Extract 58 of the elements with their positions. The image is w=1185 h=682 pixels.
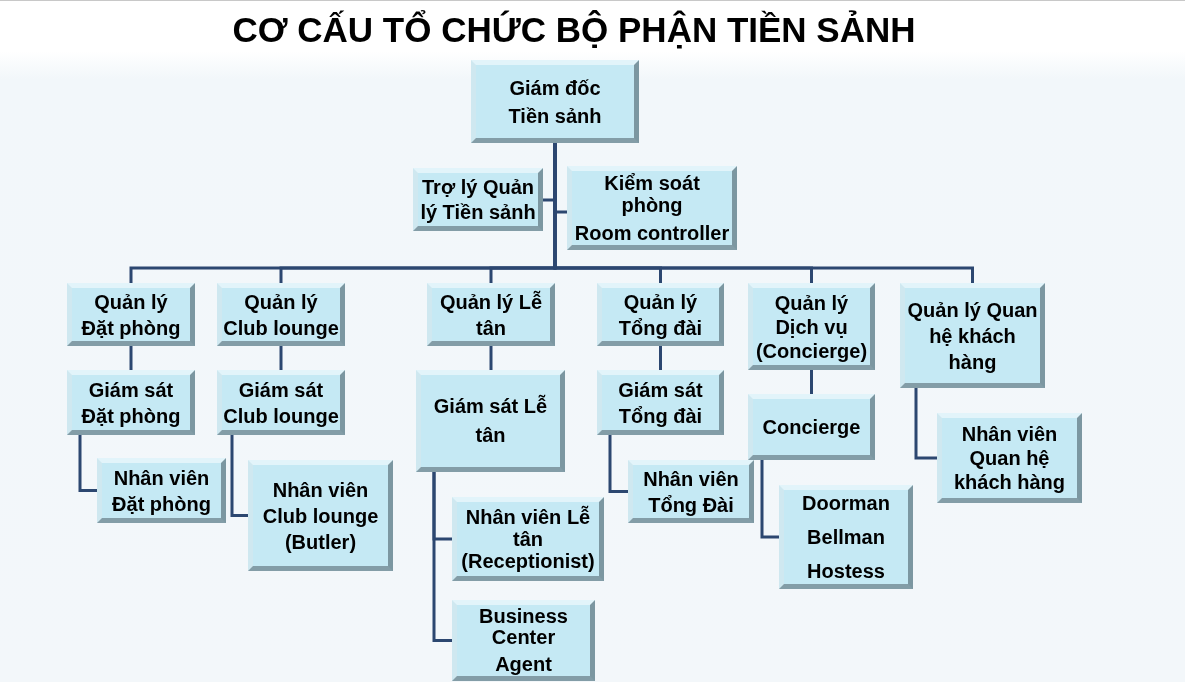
position-box (597, 370, 724, 435)
connector-line (78, 435, 97, 492)
position-title: Nhân viên Quan hệ khách hàng (952, 422, 1067, 494)
position-title: Nhân viên Club lounge (Butler) (261, 477, 380, 555)
position-title: Business Center (478, 606, 569, 648)
position-title: Quản lý Quan hệ khách hàng (906, 297, 1039, 375)
connector-line (279, 346, 283, 370)
connector-line (810, 370, 813, 394)
position-box (67, 283, 195, 346)
position-title: Giám sát Tổng đài (617, 377, 704, 429)
position-title: Room controller (574, 222, 730, 244)
position-box (452, 600, 595, 681)
position-title: Giám sát Lễ tân (432, 393, 549, 448)
position-box (779, 485, 913, 589)
connector-line (489, 346, 493, 370)
position-box (217, 370, 345, 435)
position-title: Agent (495, 654, 552, 675)
position-box (97, 458, 226, 523)
position-title: Giám đốc Tiền sảnh (507, 75, 603, 129)
position-title: Quản lý Club lounge (222, 289, 340, 341)
position-title: Bellman (807, 525, 885, 549)
connector-line (659, 346, 662, 370)
position-box (416, 370, 565, 472)
position-title: Doorman (802, 491, 890, 515)
position-title: Giám sát Club lounge (222, 377, 340, 429)
connector-line (914, 388, 937, 460)
position-box (67, 370, 195, 435)
position-title: Nhân viên Tổng Đài (642, 466, 740, 518)
position-box (413, 168, 543, 231)
position-title: Hostess (807, 559, 885, 583)
position-box (748, 283, 875, 370)
position-title: Quản lý Đặt phòng (80, 289, 182, 341)
position-box (748, 394, 875, 460)
position-title: Quản lý Tổng đài (617, 289, 704, 341)
connector-line (230, 435, 248, 517)
connector-line (608, 435, 628, 493)
connector-line (129, 346, 133, 370)
connector-line (432, 472, 452, 642)
position-box (628, 460, 754, 523)
position-box (427, 283, 555, 346)
position-title: Concierge (762, 415, 861, 440)
position-box (567, 166, 737, 250)
position-title: Giám sát Đặt phòng (80, 377, 182, 429)
position-title: Nhân viên Đặt phòng (111, 465, 212, 517)
position-box (597, 283, 724, 346)
position-box (452, 497, 604, 581)
position-box (900, 283, 1045, 388)
position-title: Quản lý Lễ tân (438, 289, 544, 341)
position-box (248, 460, 393, 571)
position-title: Quản lý Dịch vụ (Concierge) (754, 290, 869, 363)
connector-line (760, 460, 779, 539)
position-box (471, 60, 639, 143)
position-title: Kiểm soát phòng (603, 172, 701, 216)
position-title: Trợ lý Quản lý Tiền sảnh (419, 174, 537, 225)
position-box (217, 283, 345, 346)
position-box (937, 413, 1082, 503)
position-title: Nhân viên Lễ tân (Receptionist) (460, 506, 596, 572)
diagram-title: CƠ CẤU TỔ CHỨC BỘ PHẬN TIỀN SẢNH (232, 9, 916, 51)
